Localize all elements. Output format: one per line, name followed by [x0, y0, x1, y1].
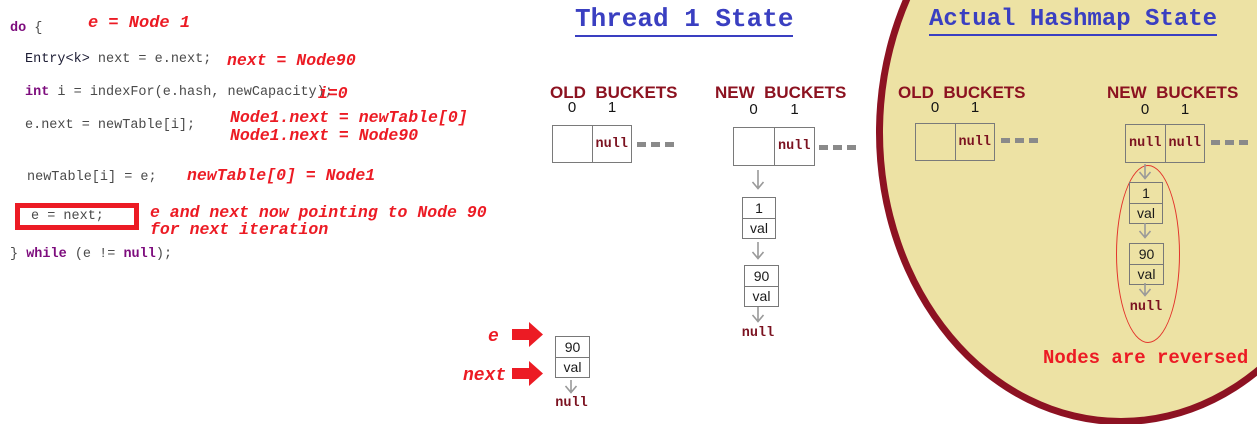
annotation-node1-node90: Node1.next = Node90: [230, 126, 419, 145]
continuation-dashes: [1001, 138, 1043, 143]
down-arrow-icon: [751, 307, 765, 323]
bucket-indices: 0 1: [1125, 101, 1205, 118]
null-text: null: [1129, 136, 1162, 151]
code-text: (e !=: [66, 247, 124, 262]
down-arrow-icon: [751, 170, 765, 190]
null-text: null: [1129, 300, 1163, 315]
old-buckets-label: OLD BUCKETS: [550, 83, 678, 102]
red-right-arrow-icon: [512, 361, 543, 386]
node-key: 1: [743, 198, 775, 219]
null-text: null: [778, 139, 811, 154]
bucket-cell-1: null: [773, 128, 815, 165]
code-text: next = e.next;: [89, 52, 212, 67]
bucket-indices: 0 1: [915, 99, 995, 116]
bucket-index-1: 1: [1180, 101, 1190, 118]
new-buckets-table: null null: [1125, 124, 1205, 163]
annotation-pointing-1: e and next now pointing to Node 90: [150, 203, 487, 222]
node-val: val: [750, 220, 768, 236]
continuation-dashes: [819, 145, 861, 150]
annotation-pointing-2: for next iteration: [150, 220, 329, 239]
node-box-90: 90 val: [744, 265, 779, 307]
node-box-90: 90 val: [1129, 243, 1164, 285]
annotation-newtable-node1: newTable[0] = Node1: [187, 166, 376, 185]
bucket-indices: 0 1: [552, 99, 632, 116]
node-val: val: [563, 359, 582, 375]
bucket-index-1: 1: [790, 101, 799, 118]
bucket-index-1: 1: [970, 99, 980, 116]
nodes-reversed-caption: Nodes are reversed: [1043, 347, 1249, 369]
thread1-title: Thread 1 State: [575, 4, 794, 37]
actual-state-title: Actual Hashmap State: [929, 6, 1218, 36]
new-buckets-table: null: [733, 127, 815, 166]
old-buckets-table: null: [552, 125, 632, 163]
code-line-while: } while (e != null);: [10, 247, 172, 262]
node-box-1: 1 val: [1129, 182, 1163, 224]
annotation-i0: i=0: [318, 84, 348, 103]
bucket-cell-1: null: [1164, 125, 1205, 162]
new-buckets-label: NEW BUCKETS: [715, 83, 847, 102]
code-text: {: [26, 21, 43, 36]
bucket-cell-0: [734, 128, 774, 165]
down-arrow-icon: [1138, 283, 1152, 297]
highlight-box: [15, 203, 139, 230]
code-line-do: do {: [10, 21, 42, 36]
new-buckets-label: NEW BUCKETS: [1107, 83, 1239, 102]
null-text: null: [595, 136, 628, 152]
code-line-newtable: newTable[i] = e;: [27, 170, 157, 185]
keyword-do: do: [10, 21, 27, 36]
node-key: 90: [745, 266, 778, 287]
down-arrow-icon: [1138, 223, 1152, 239]
old-buckets-label: OLD BUCKETS: [898, 83, 1026, 102]
node-box-90: 90 val: [555, 336, 590, 378]
bucket-indices: 0 1: [733, 101, 815, 118]
bucket-index-0: 0: [930, 99, 940, 116]
down-arrow-icon: [1138, 164, 1152, 180]
null-text: null: [958, 134, 991, 150]
code-line-e-next: e = next;: [31, 209, 104, 224]
down-arrow-icon: [751, 242, 765, 260]
code-text: }: [10, 247, 27, 262]
node-key: 90: [556, 337, 589, 358]
bucket-cell-1: null: [591, 126, 632, 162]
null-text: null: [741, 326, 775, 341]
bucket-cell-1: null: [954, 124, 995, 160]
node-key: 90: [1130, 244, 1163, 265]
null-text: null: [1168, 136, 1201, 151]
bucket-index-0: 0: [749, 101, 758, 118]
down-arrow-icon: [564, 380, 578, 394]
code-line-indexfor: int i = indexFor(e.hash, newCapacity);: [25, 85, 333, 100]
bucket-index-1: 1: [607, 99, 617, 116]
continuation-dashes: [1211, 140, 1253, 145]
bucket-cell-0: [916, 124, 955, 160]
red-right-arrow-icon: [512, 322, 543, 347]
code-text: i = indexFor(e.hash, newCapacity);: [49, 85, 333, 100]
pointer-e-label: e: [488, 327, 499, 347]
annotation-node1-newtable: Node1.next = newTable[0]: [230, 108, 468, 127]
keyword-int: int: [25, 85, 50, 100]
code-line-entry: Entry<k> next = e.next;: [25, 52, 211, 67]
keyword-null: null: [123, 247, 156, 262]
pointer-next-label: next: [463, 366, 507, 386]
continuation-dashes: [637, 142, 679, 147]
node-box-1: 1 val: [742, 197, 776, 239]
keyword-while: while: [26, 247, 67, 262]
bucket-index-0: 0: [1140, 101, 1150, 118]
node-key: 1: [1130, 183, 1162, 204]
bucket-index-0: 0: [567, 99, 577, 116]
reversed-nodes-ring: [1116, 165, 1180, 343]
class-entry: Entry<k>: [25, 52, 90, 67]
node-val: val: [752, 288, 771, 304]
null-text: null: [555, 396, 588, 411]
code-text: );: [155, 247, 173, 262]
code-line-enext: e.next = newTable[i];: [25, 118, 196, 133]
node-val: val: [1137, 266, 1156, 282]
old-buckets-table: null: [915, 123, 995, 161]
bucket-cell-0: [553, 126, 592, 162]
annotation-next-node90: next = Node90: [227, 51, 356, 70]
node-val: val: [1137, 205, 1155, 221]
annotation-e-node1: e = Node 1: [88, 14, 191, 33]
bucket-cell-0: null: [1126, 125, 1165, 162]
